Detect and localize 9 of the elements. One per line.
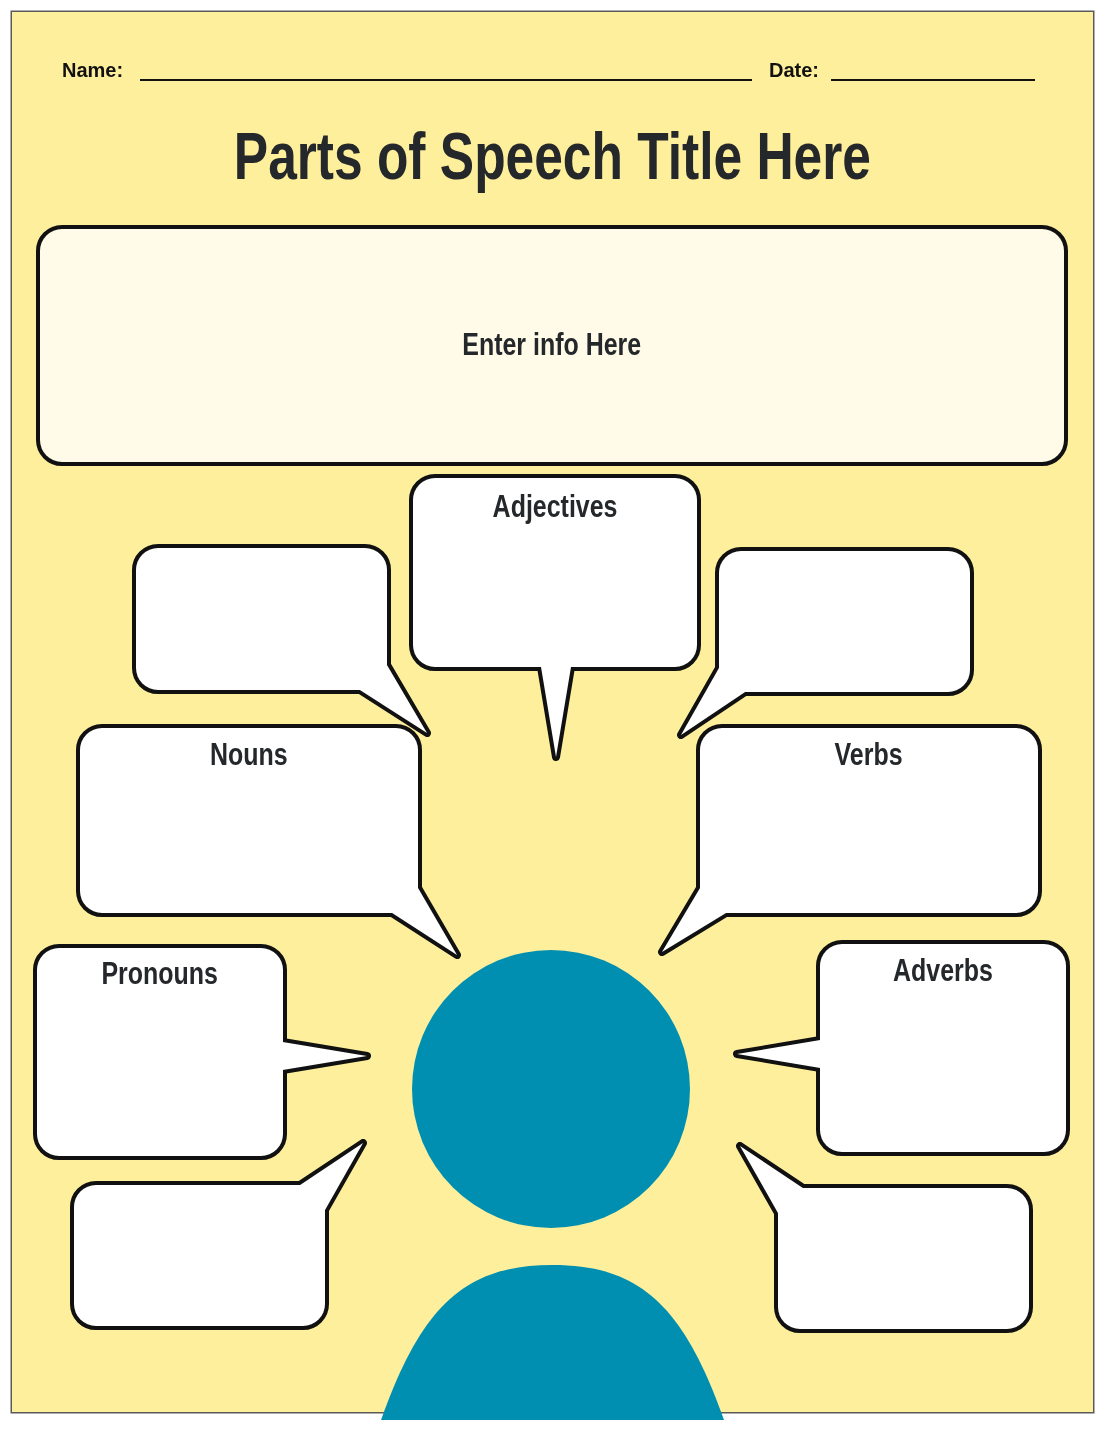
heading-text: Nouns [210,737,288,773]
title-text: Parts of Speech Title Here [233,120,872,193]
field-label: Date: [769,59,819,81]
prompt-text: Enter info Here [462,327,642,363]
heading-text: Verbs [835,737,903,773]
heading-text: Pronouns [101,956,219,992]
field-label: Name: [62,59,124,81]
heading-text: Adverbs [893,953,993,989]
heading-text: Adjectives [492,489,618,525]
